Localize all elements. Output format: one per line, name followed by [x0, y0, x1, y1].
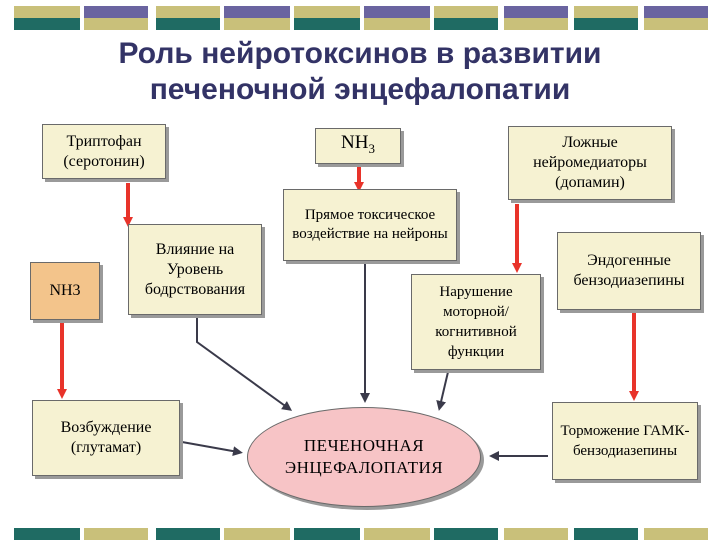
nh3-center-box: NH3	[315, 128, 401, 164]
motor-cognitive-box: Нарушение моторной/ когнитивной функции	[411, 274, 541, 370]
arrow-wakefulness-to-he	[196, 317, 293, 411]
bottom-decor-strip	[0, 528, 720, 540]
excitation-box: Возбуждение (глутамат)	[32, 400, 180, 476]
direct-toxic-box: Прямое токсическое воздействие на нейрон…	[283, 189, 457, 261]
gaba-inhibition-label: Торможение ГАМК-бензодиазепины	[560, 423, 690, 459]
tryptophan-label: Триптофан (серотонин)	[63, 132, 145, 170]
gaba-inhibition-box: Торможение ГАМК-бензодиазепины	[552, 402, 698, 480]
false-neuromediators-box: Ложные нейромедиаторы (допамин)	[508, 126, 672, 200]
arrow-excitation-to-he	[181, 441, 243, 457]
excitation-label: Возбуждение (глутамат)	[60, 419, 152, 456]
title-line-2: печеночной энцефалопатии	[149, 73, 571, 106]
slide-title: Роль нейротоксинов в развитии печеночной…	[0, 36, 720, 108]
nh3-left-box: NH3	[30, 262, 100, 320]
wakefulness-label: Влияние на Уровень бодрствования	[144, 240, 246, 298]
nh3-left-label: NH3	[49, 282, 81, 299]
wakefulness-box: Влияние на Уровень бодрствования	[128, 224, 262, 315]
hepatic-encephalopathy-ellipse: ПЕЧЕНОЧНАЯ ЭНЦЕФАЛОПАТИЯ	[247, 407, 481, 507]
endogenous-bzd-label: Эндогенные бензодиазепины	[573, 252, 685, 289]
false-neuromediators-label: Ложные нейромедиаторы (допамин)	[533, 134, 647, 191]
direct-toxic-label: Прямое токсическое воздействие на нейрон…	[292, 207, 448, 242]
endogenous-bzd-box: Эндогенные бензодиазепины	[557, 232, 701, 310]
title-line-1: Роль нейротоксинов в развитии	[118, 37, 602, 70]
nh3-center-label: NH3	[341, 132, 375, 156]
top-decor-strip	[0, 0, 720, 32]
tryptophan-box: Триптофан (серотонин)	[42, 124, 166, 179]
motor-cognitive-label: Нарушение моторной/ когнитивной функции	[435, 284, 517, 360]
arrow-motor-to-he	[436, 371, 449, 411]
hepatic-encephalopathy-label: ПЕЧЕНОЧНАЯ ЭНЦЕФАЛОПАТИЯ	[284, 436, 444, 477]
